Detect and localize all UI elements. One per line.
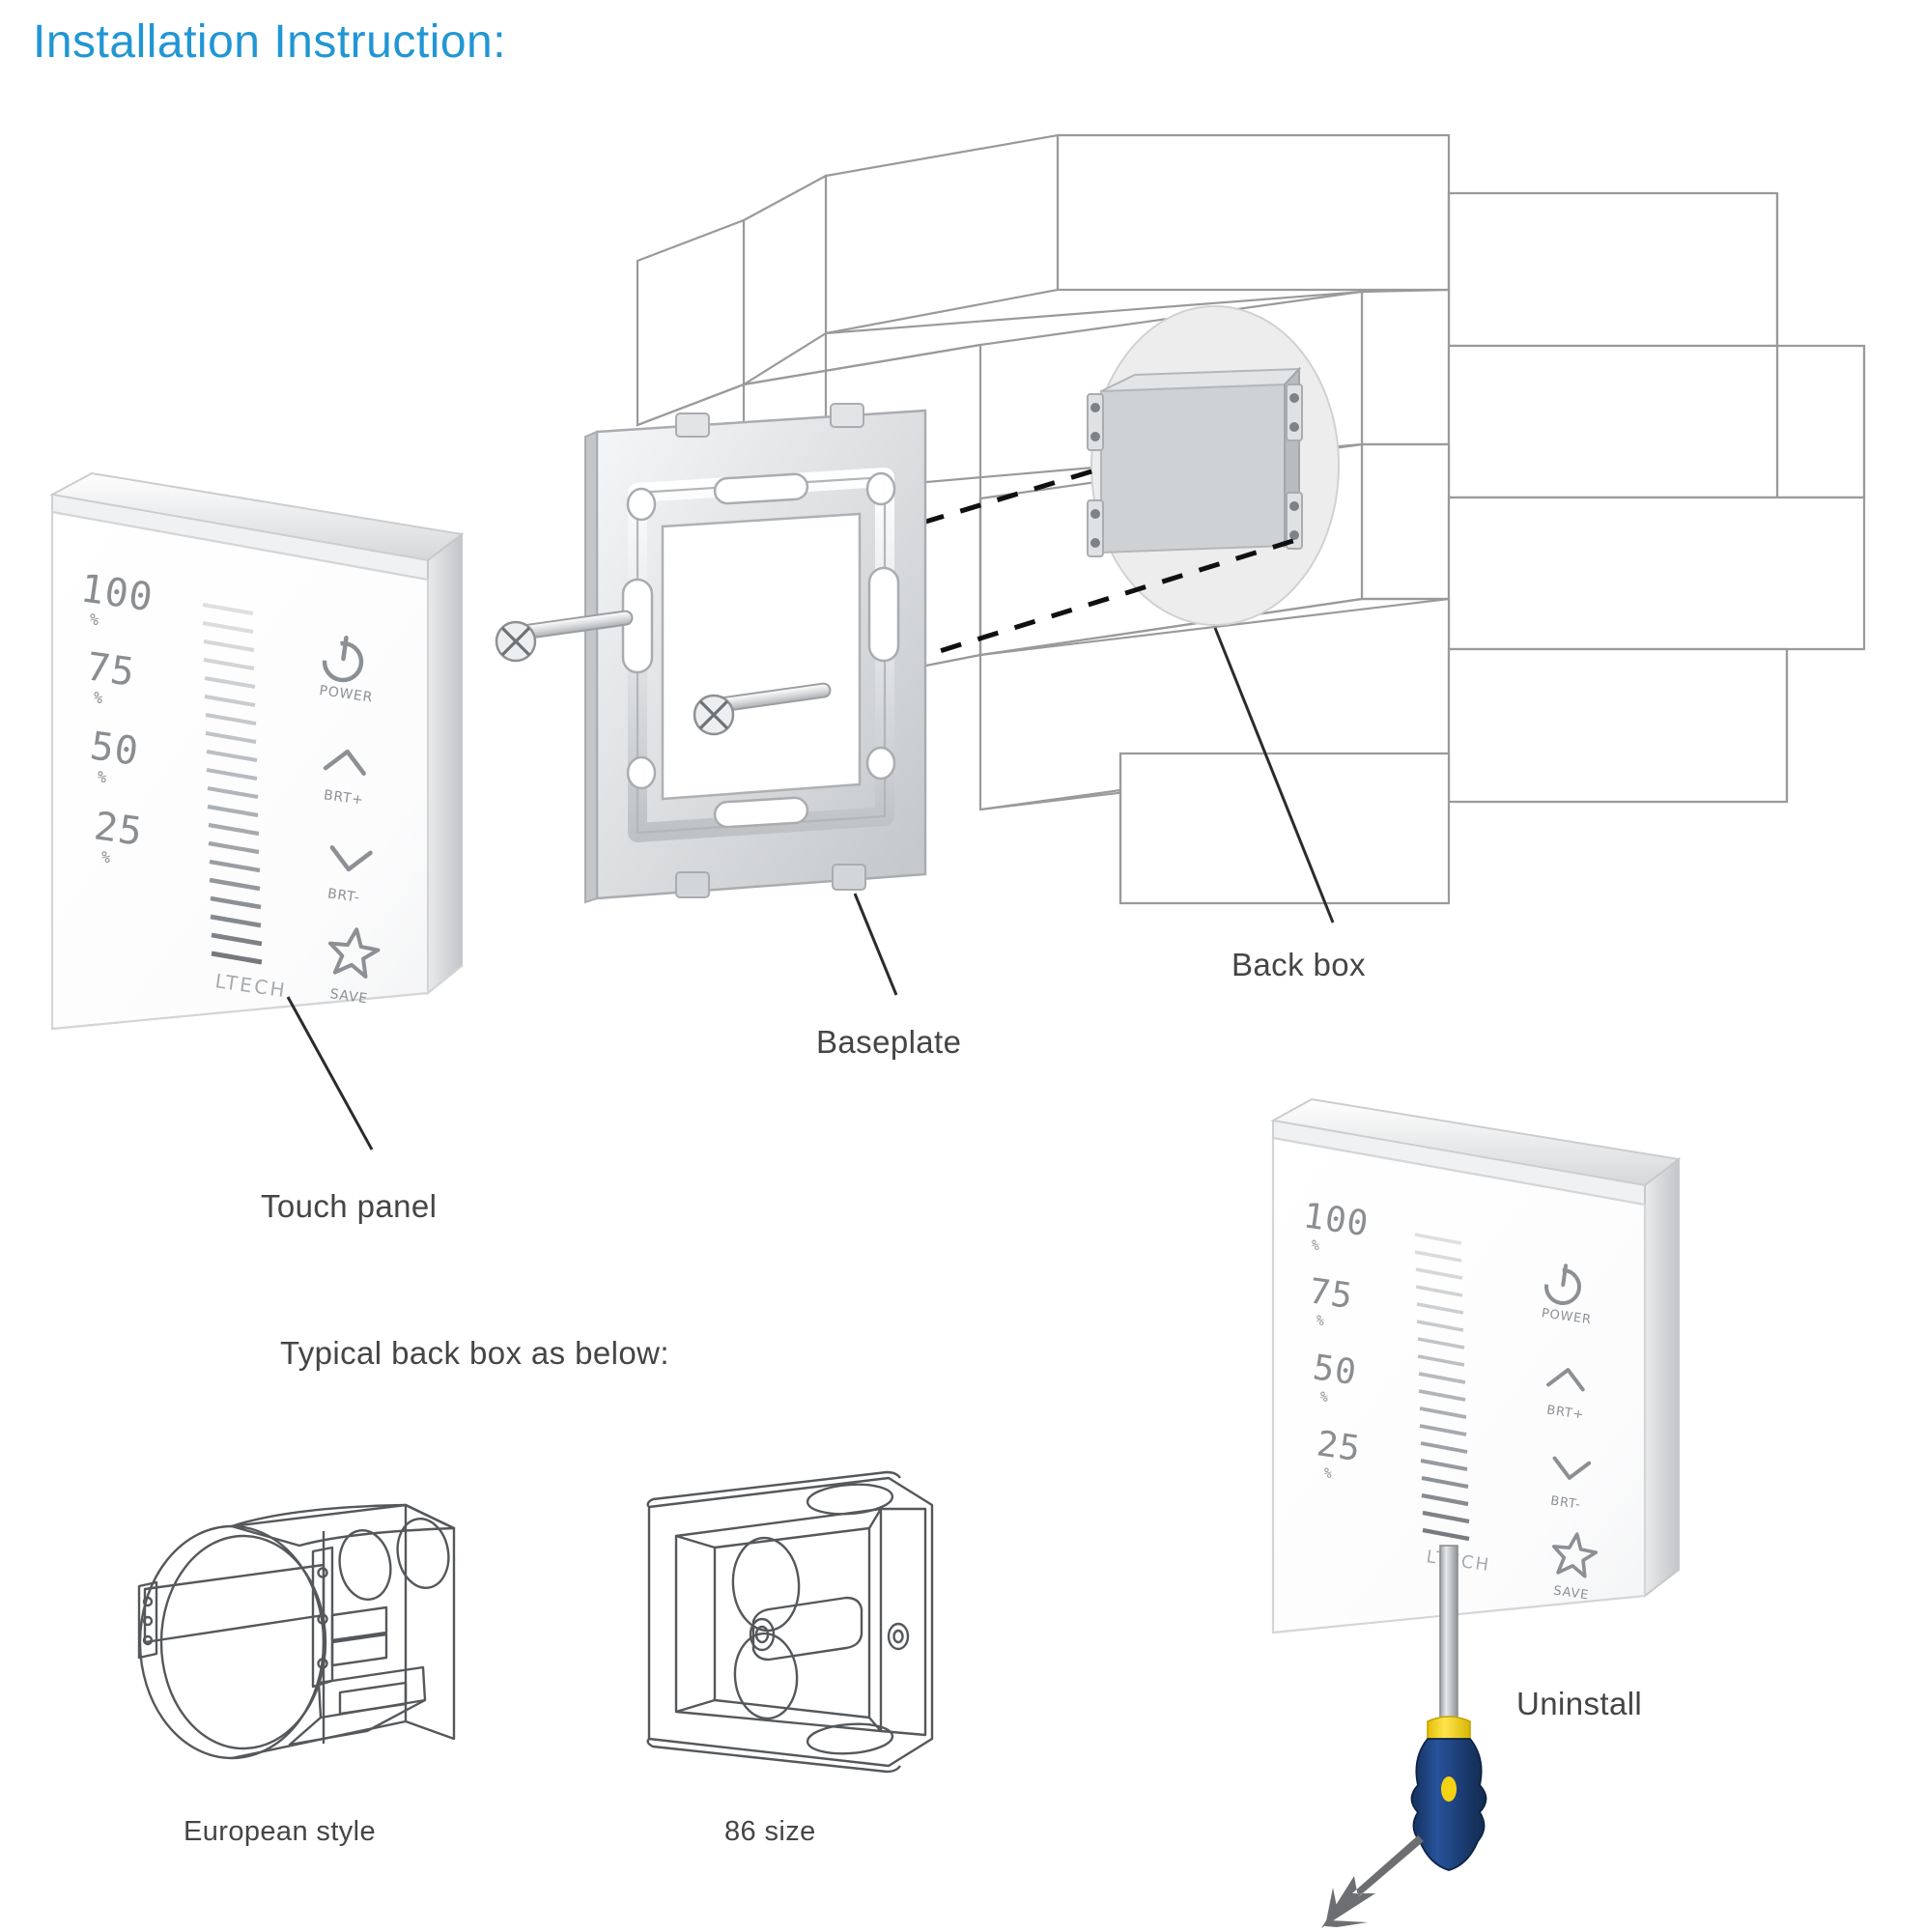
panel2-save-button[interactable]: SAVE [1546,1531,1599,1603]
touch-panel-main: 100 % 75 % 50 % 25 % [48,471,465,1031]
scale2-100: 100 [1301,1196,1372,1244]
panel2-brt-down-button[interactable]: BRT- [1547,1456,1592,1514]
scale2-50: 50 [1311,1348,1360,1393]
leader-touch-panel [286,996,374,1151]
panel2-brt-up-label: BRT+ [1545,1404,1585,1423]
alignment-dashed-lines [664,466,1300,723]
scale-25: 25 [92,804,146,855]
panel-save-button[interactable]: SAVE [323,926,381,1008]
brightness-slider-strip[interactable] [202,603,263,965]
panel2-power-label: POWER [1541,1306,1593,1327]
brightness-slider-strip-2[interactable] [1414,1233,1470,1542]
panel2-power-button[interactable]: POWER [1541,1264,1599,1328]
panel-power-button[interactable]: POWER [318,635,381,706]
scale-100: 100 [78,566,156,620]
panel-save-label: SAVE [329,986,369,1007]
european-style-back-box [137,1503,456,1760]
wall-brick-pattern [636,133,1866,905]
leader-lines [286,627,1335,1151]
scale-25-percent: % [99,847,112,867]
caption-european-style: European style [184,1816,377,1847]
scale-50-percent: % [96,767,108,786]
scale2-75-percent: % [1315,1313,1325,1329]
caption-uninstall: Uninstall [1516,1686,1643,1721]
screw-upper [495,610,634,663]
scale-75: 75 [84,644,138,696]
scale2-100-percent: % [1310,1237,1320,1254]
scale2-25-percent: % [1322,1465,1333,1482]
caption-back-box: Back box [1231,947,1366,982]
scale2-50-percent: % [1318,1389,1329,1406]
scale2-75: 75 [1307,1271,1356,1317]
panel-brt-down-label: BRT- [326,886,361,906]
panel2-brt-up-button[interactable]: BRT+ [1543,1368,1590,1423]
panel-brt-down-button[interactable]: BRT- [325,845,373,906]
scale-75-percent: % [92,688,104,707]
baseplate [584,403,927,904]
scale2-25: 25 [1315,1424,1364,1469]
screw-lower [693,682,832,736]
caption-baseplate: Baseplate [816,1024,962,1060]
panel-scale-marks: 100 % 75 % 50 % 25 % [78,566,156,867]
caption-86-size: 86 size [724,1816,816,1847]
screwdriver [1321,1545,1487,1928]
panel-brt-up-label: BRT+ [323,787,365,809]
caption-typical-back-box: Typical back box as below: [280,1335,669,1371]
panel2-brt-down-label: BRT- [1549,1494,1581,1513]
page-title: Installation Instruction: [33,16,507,68]
leader-baseplate [853,893,898,996]
size-86-back-box [646,1470,934,1774]
leader-back-box [1213,627,1335,923]
scale-50: 50 [88,724,142,775]
scale-100-percent: % [88,610,100,629]
panel-brt-up-button[interactable]: BRT+ [321,749,370,809]
panel2-save-label: SAVE [1552,1583,1590,1603]
touch-panel-uninstall: 100 % 75 % 50 % 25 % [1270,1097,1682,1634]
caption-touch-panel: Touch panel [261,1188,438,1224]
panel-power-label: POWER [318,683,374,706]
